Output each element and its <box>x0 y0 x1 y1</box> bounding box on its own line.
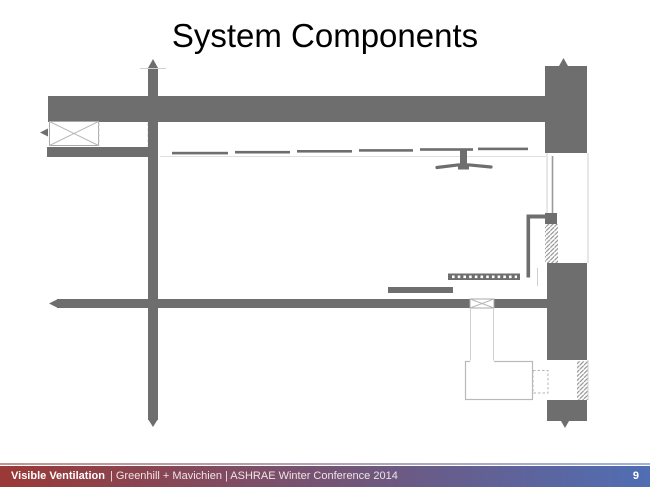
flow-arrow-left-intake <box>40 128 48 137</box>
footer-page-number: 9 <box>632 470 639 482</box>
right-upper-wall <box>545 66 587 153</box>
ceiling-dashed-line <box>160 147 546 157</box>
slide-title: System Components <box>171 17 479 54</box>
duct-drop-block <box>545 213 557 224</box>
floor-slab-right <box>494 299 548 308</box>
bracket-horizontal <box>526 214 546 219</box>
grille-hatch-upper <box>545 224 558 263</box>
ceiling-dash-1 <box>172 151 228 155</box>
footer-bar: Visible Ventilation | Greenhill + Mavich… <box>0 466 650 487</box>
right-shaft-upper-block <box>545 58 587 153</box>
footer-credits: | Greenhill + Mavichien | ASHRAE Winter … <box>109 470 398 482</box>
fan-hub <box>458 163 469 170</box>
right-lower-wall <box>547 263 587 360</box>
wall-bracket-duct <box>526 214 546 286</box>
top-duct-band <box>48 96 546 122</box>
right-wall-lower <box>547 263 587 428</box>
ceiling-fan <box>435 150 493 170</box>
left-duct-bottom-wall <box>47 147 158 157</box>
floor-slab <box>49 298 548 309</box>
flow-arrow-column-top <box>148 59 158 68</box>
flow-arrow-column-bottom <box>148 419 158 427</box>
fan-blade-right <box>466 163 493 169</box>
footer-accent-line <box>0 463 650 465</box>
ceiling-dash-6 <box>478 147 528 151</box>
intake-fan-box <box>40 121 158 157</box>
flow-arrow-right-top <box>559 58 568 66</box>
wall-louver-lower <box>577 360 589 400</box>
flow-arrow-right-bottom <box>561 421 569 428</box>
flow-arrow-floor-left <box>49 299 57 308</box>
hatch-grille-upper <box>545 224 558 263</box>
right-duct-drop <box>545 153 589 263</box>
damper-x-line-2 <box>49 121 99 146</box>
louver-hatch-lower <box>577 361 588 400</box>
top-supply-duct <box>48 96 546 122</box>
ceiling-dash-2 <box>235 150 290 154</box>
right-bottom-wall <box>547 400 587 421</box>
diffuser-bar <box>448 273 520 280</box>
ceiling-dash-4 <box>359 149 413 152</box>
underfloor-ahu-box <box>464 308 549 401</box>
floor-damper-x-2 <box>469 298 495 309</box>
ceiling-dash-5 <box>420 148 473 151</box>
left-shaft-column <box>140 59 166 427</box>
footer-brand: Visible Ventilation <box>11 470 105 482</box>
fan-stem <box>460 150 467 166</box>
ahu-cabinet <box>464 360 534 401</box>
bracket-vertical <box>526 214 531 278</box>
shelf-bar-rect <box>388 287 453 293</box>
shaft-column <box>148 68 158 420</box>
ahu-connector <box>532 370 549 394</box>
floor-slab-left <box>57 299 470 308</box>
ceiling-dash-3 <box>297 150 352 153</box>
fan-blade-left <box>435 163 461 170</box>
linear-diffuser <box>448 273 520 280</box>
shelf-bar <box>388 287 453 293</box>
